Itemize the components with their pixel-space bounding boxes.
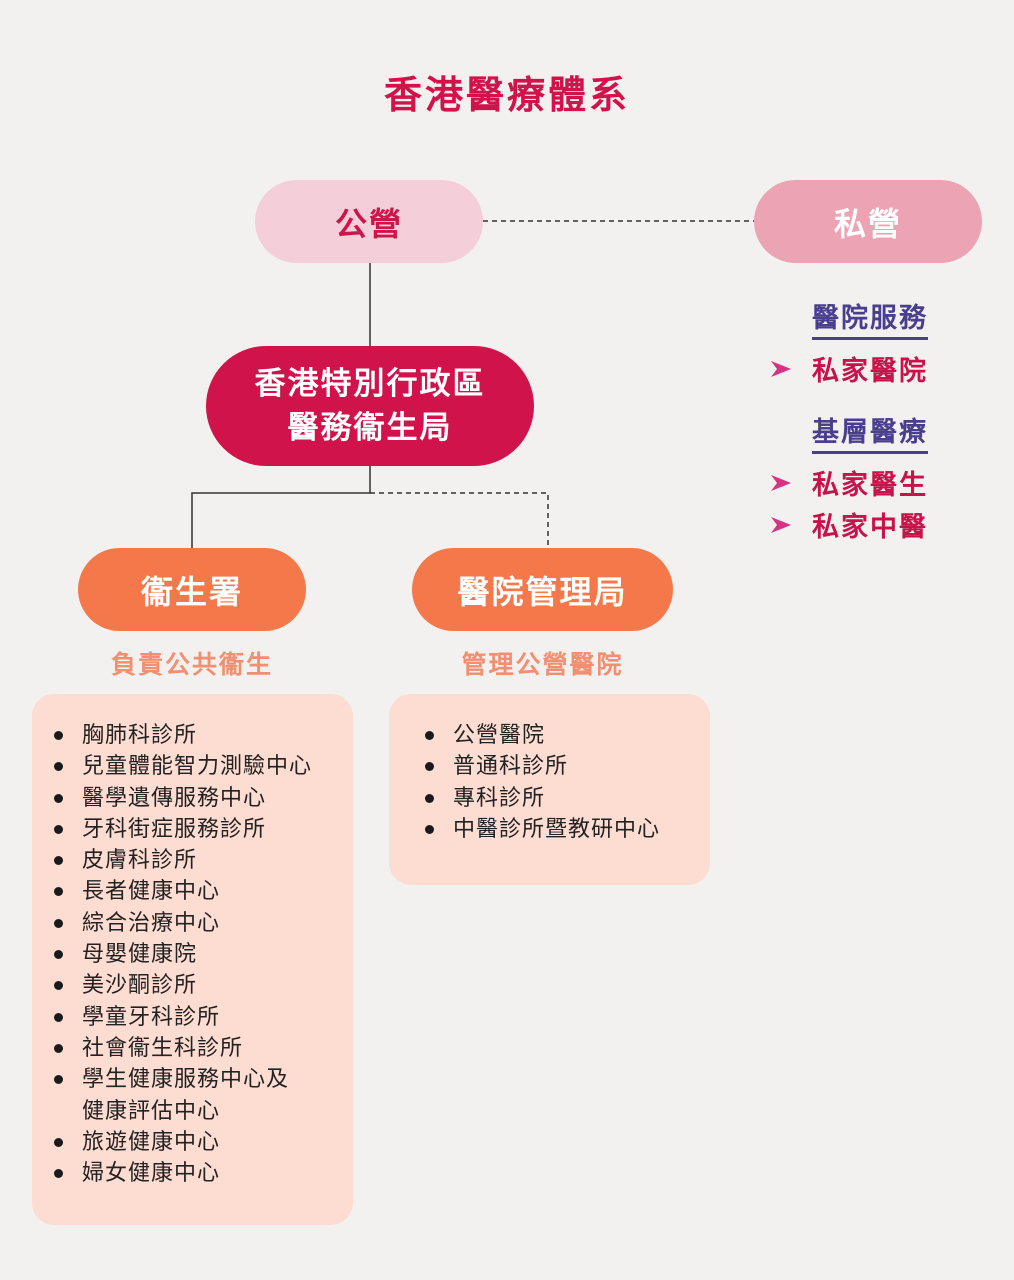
- list-item-continuation: 健康評估中心: [82, 1098, 221, 1124]
- ha-services-box: 公營醫院 普通科診所 專科診所 中醫診所暨教研中心: [389, 694, 710, 885]
- health-bureau-node: 香港特別行政區 醫務衞生局: [206, 346, 534, 466]
- health-bureau-line1: 香港特別行政區: [254, 366, 486, 402]
- list-item: 學童牙科診所: [54, 1002, 353, 1033]
- list-item: 長者健康中心: [54, 876, 353, 907]
- list-item: 綜合治療中心: [54, 908, 353, 939]
- health-bureau-line2: 醫務衞生局: [287, 410, 453, 446]
- dh-services-box: 胸肺科診所 兒童體能智力測驗中心 醫學遺傳服務中心 牙科街症服務診所 皮膚科診所…: [32, 694, 353, 1225]
- dh-subtitle: 負責公共衞生: [110, 650, 273, 679]
- list-item: 醫學遺傳服務中心: [54, 783, 353, 814]
- list-item: 社會衞生科診所: [54, 1033, 353, 1064]
- arrow-right-icon: [771, 517, 791, 533]
- list-item: 美沙酮診所: [54, 970, 353, 1001]
- list-item: 婦女健康中心: [54, 1158, 353, 1189]
- bureau-ha-dashed-line: [370, 492, 549, 548]
- private-doctor-item: 私家醫生: [812, 470, 928, 501]
- list-item: 旅遊健康中心: [54, 1127, 353, 1158]
- list-item: 胸肺科診所: [54, 720, 353, 751]
- list-item: 普通科診所: [425, 751, 710, 782]
- primary-care-heading: 基層醫療: [812, 410, 928, 454]
- list-item: 牙科街症服務診所: [54, 814, 353, 845]
- list-item: 中醫診所暨教研中心: [425, 814, 710, 845]
- private-hospital-heading: 醫院服務: [812, 296, 928, 340]
- public-sector-node: 公營: [255, 180, 483, 263]
- list-item: 母嬰健康院: [54, 939, 353, 970]
- department-of-health-node: 衞生署: [78, 548, 306, 631]
- list-item: 專科診所: [425, 783, 710, 814]
- private-chinese-medicine-item: 私家中醫: [812, 512, 928, 543]
- list-item: 兒童體能智力測驗中心: [54, 751, 353, 782]
- page-title: 香港醫療體系: [383, 73, 630, 117]
- arrow-right-icon: [771, 361, 791, 377]
- list-item: 學生健康服務中心及: [54, 1064, 353, 1095]
- dh-services-list: 胸肺科診所 兒童體能智力測驗中心 醫學遺傳服務中心 牙科街症服務診所 皮膚科診所…: [54, 720, 353, 1189]
- list-item: 公營醫院: [425, 720, 710, 751]
- private-hospital-item: 私家醫院: [812, 356, 928, 387]
- ha-subtitle: 管理公營醫院: [461, 650, 624, 679]
- hospital-authority-node: 醫院管理局: [412, 548, 673, 631]
- ha-services-list: 公營醫院 普通科診所 專科診所 中醫診所暨教研中心: [425, 720, 710, 845]
- arrow-right-icon: [771, 475, 791, 491]
- list-item: 皮膚科診所: [54, 845, 353, 876]
- private-sector-node: 私營: [754, 180, 982, 263]
- bureau-dh-line: [191, 466, 371, 548]
